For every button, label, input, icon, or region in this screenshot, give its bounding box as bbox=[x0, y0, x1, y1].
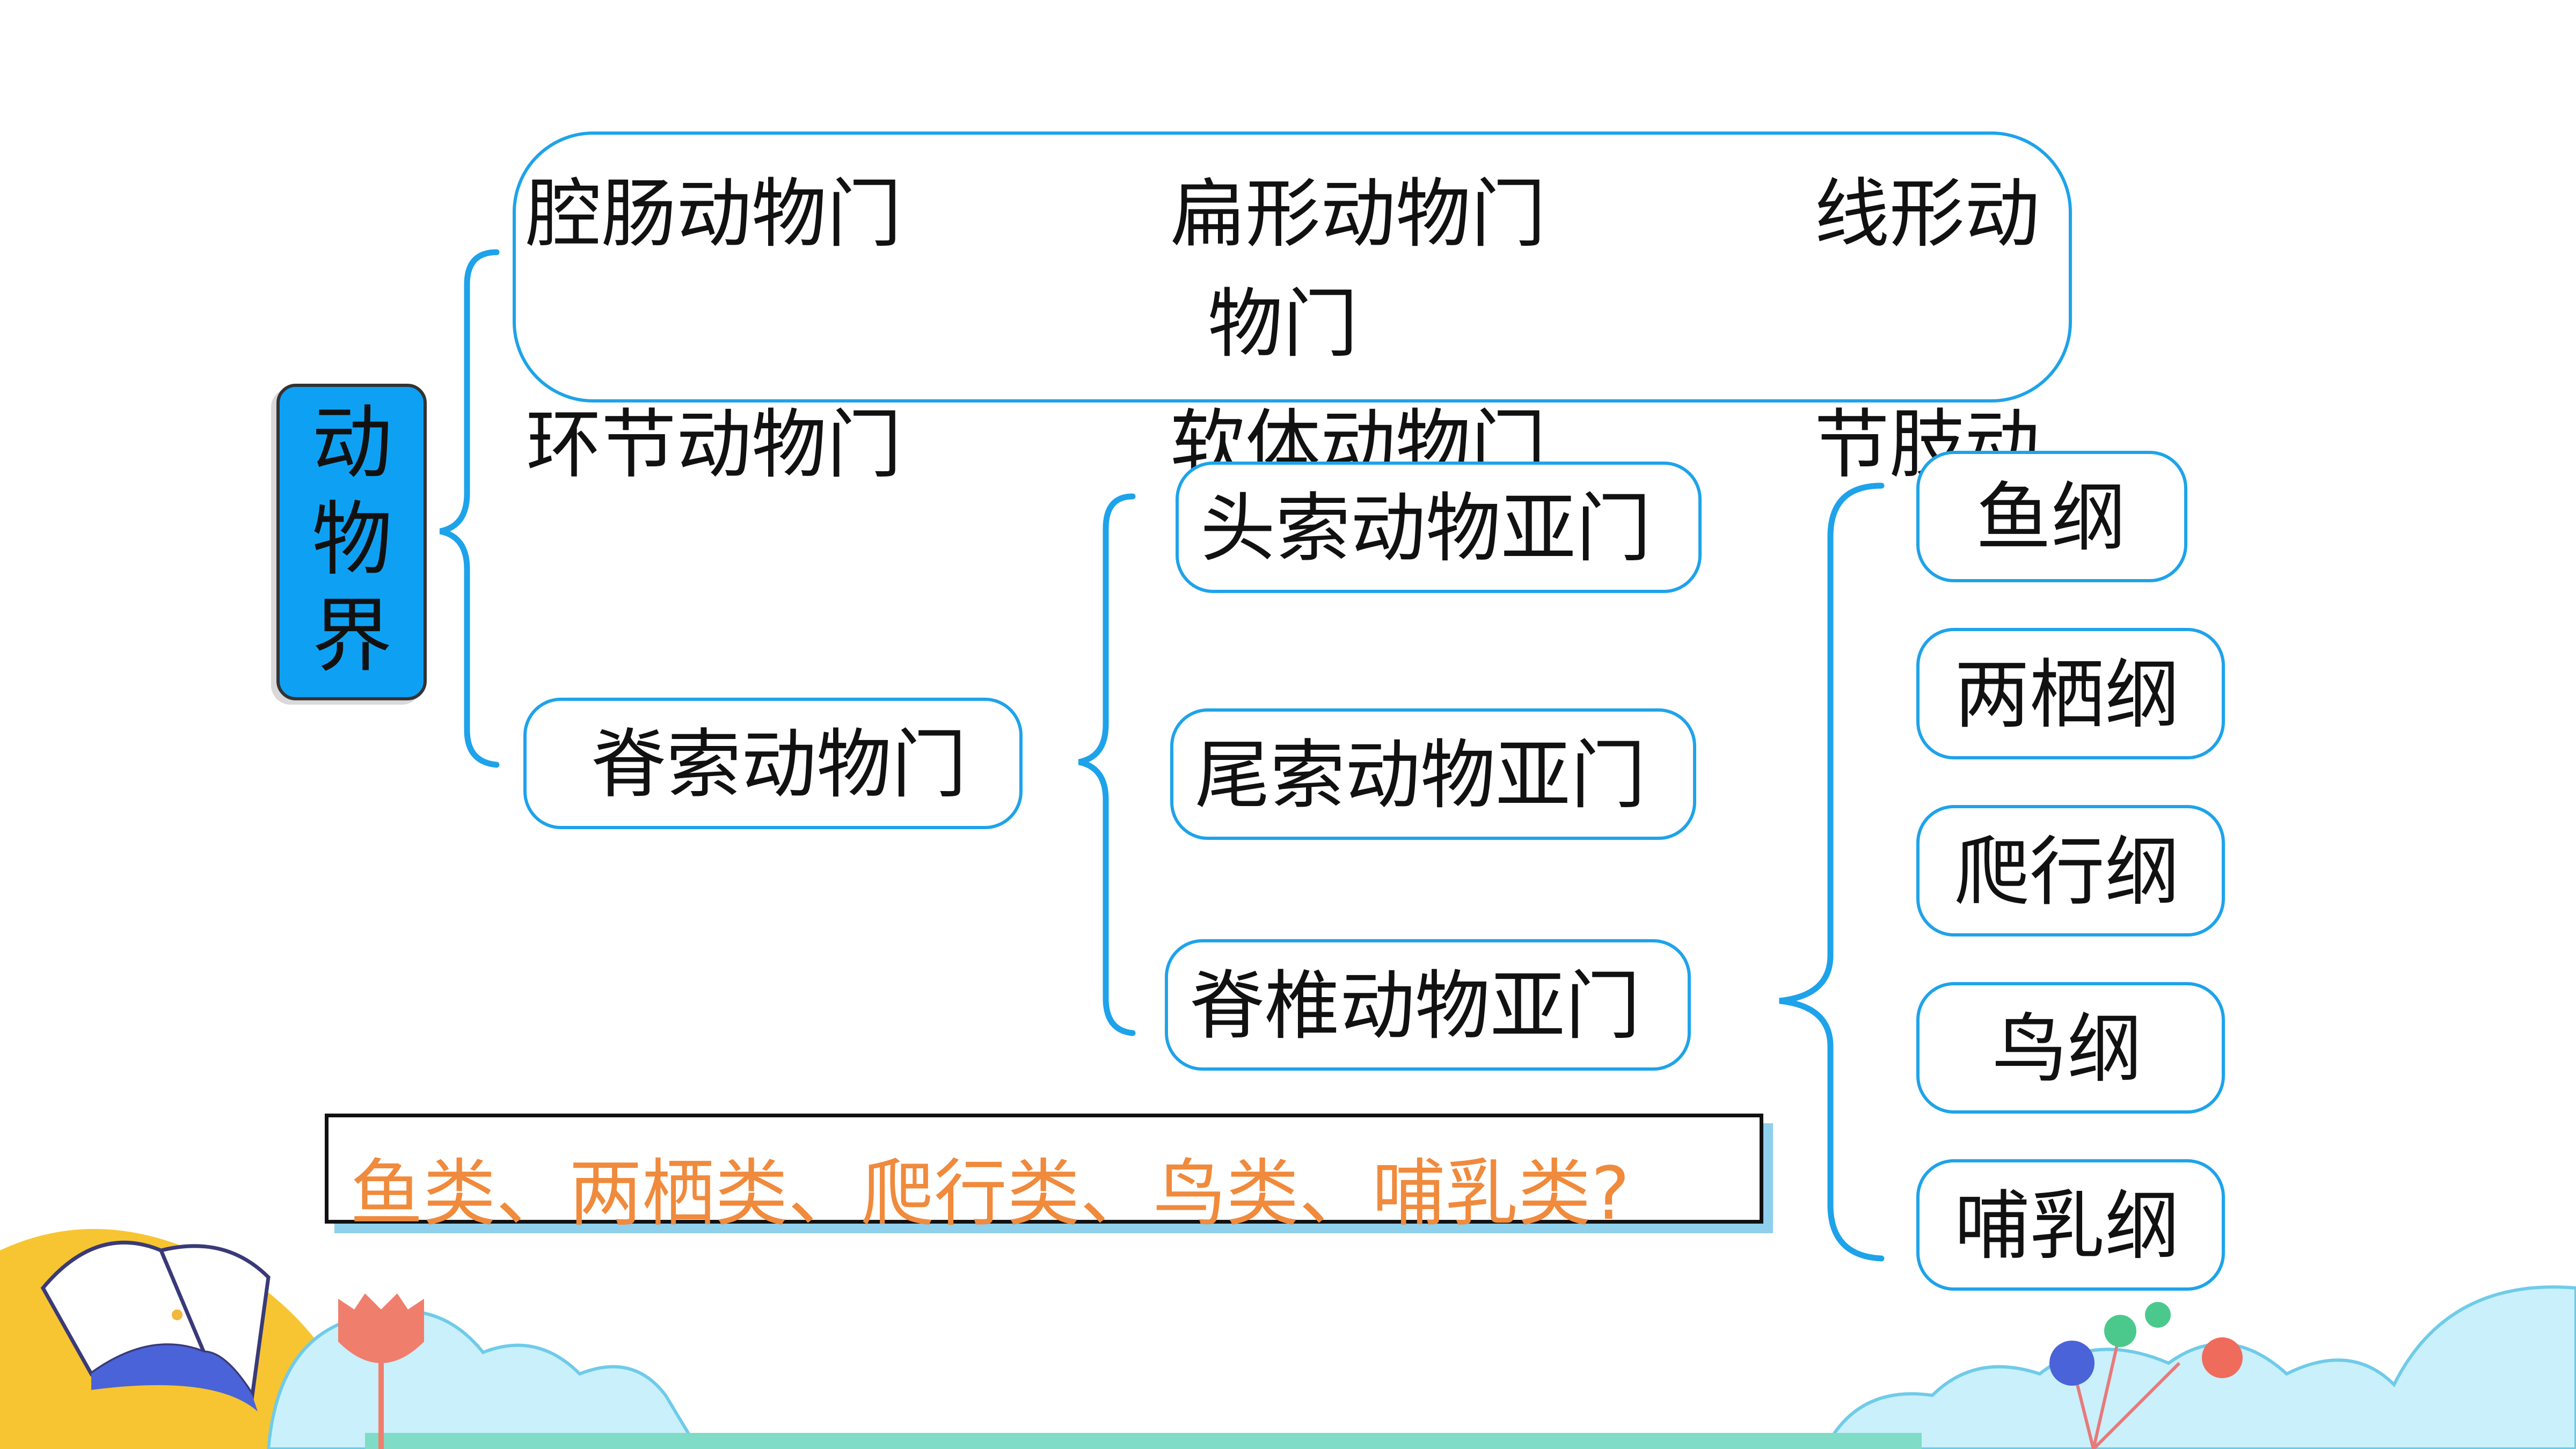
class-label: 哺乳纲 bbox=[1954, 1183, 2180, 1270]
invertebrate-highlight-frame bbox=[513, 131, 2072, 402]
flower-illustration bbox=[338, 1293, 424, 1449]
root-char-2: 物 bbox=[312, 493, 393, 587]
class-label: 鱼纲 bbox=[1976, 474, 2127, 562]
subphylum-label: 脊椎动物亚门 bbox=[1190, 963, 1641, 1050]
question-text: 鱼类、两栖类、爬行类、鸟类、哺乳类? bbox=[350, 1152, 1630, 1236]
class-amphibia: 两栖纲 bbox=[1916, 628, 2225, 759]
subphylum-vertebrata: 脊椎动物亚门 bbox=[1165, 939, 1691, 1071]
class-mammalia: 哺乳纲 bbox=[1916, 1159, 2225, 1291]
subphylum-label: 头索动物亚门 bbox=[1200, 485, 1652, 573]
brackets bbox=[439, 249, 1885, 1262]
phylum-annelida: 环节动物门 bbox=[526, 401, 902, 489]
class-label: 爬行纲 bbox=[1954, 829, 2180, 916]
class-aves: 鸟纲 bbox=[1916, 982, 2225, 1114]
question-box: 鱼类、两栖类、爬行类、鸟类、哺乳类? bbox=[325, 1114, 1763, 1236]
class-label: 两栖纲 bbox=[1954, 652, 2180, 739]
bottom-scenery bbox=[0, 1229, 2576, 1449]
root-char-3: 界 bbox=[312, 590, 393, 683]
class-label: 鸟纲 bbox=[1992, 1006, 2143, 1093]
root-node-animal-kingdom: 动 物 界 bbox=[276, 384, 427, 700]
class-reptilia: 爬行纲 bbox=[1916, 805, 2225, 936]
chordata-bracket bbox=[1078, 493, 1136, 1036]
subphylum-urochordata: 尾索动物亚门 bbox=[1170, 708, 1696, 840]
root-bracket bbox=[439, 249, 500, 768]
phylum-platyhelminthes: 扁形动物门 bbox=[1170, 171, 1546, 258]
vertebrata-bracket bbox=[1779, 482, 1885, 1262]
chordata-label: 脊索动物门 bbox=[591, 721, 967, 809]
class-pisces: 鱼纲 bbox=[1916, 451, 2187, 582]
root-char-1: 动 bbox=[312, 397, 393, 490]
book-illustration bbox=[40, 1240, 271, 1411]
chordata-node: 脊索动物门 bbox=[523, 698, 1023, 829]
tree-illustration bbox=[2049, 1302, 2243, 1449]
subphylum-label: 尾索动物亚门 bbox=[1195, 732, 1646, 819]
phylum-nematoda-part2: 物门 bbox=[1208, 281, 1359, 368]
subphylum-cephalochordata: 头索动物亚门 bbox=[1176, 462, 1702, 593]
